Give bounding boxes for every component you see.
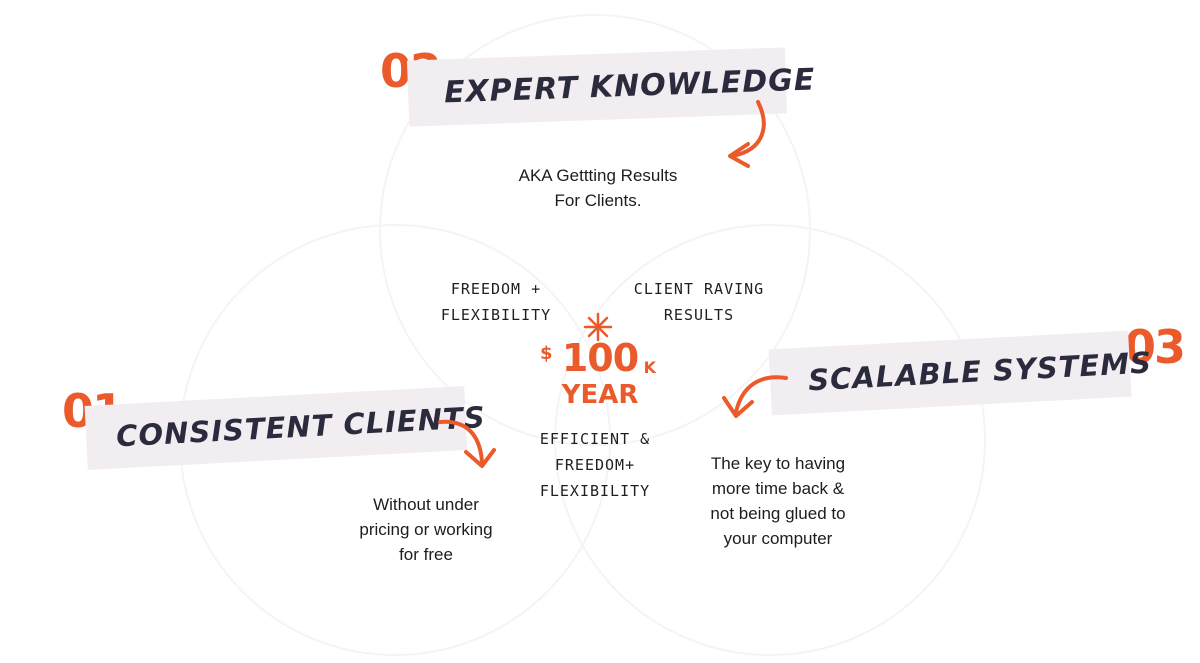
curved-arrow-icon	[722, 375, 788, 418]
curved-arrow-icon	[438, 419, 496, 468]
center-amount-row: $ 100 K	[540, 338, 660, 378]
pillar-description-consistent-clients: Without under pricing or working for fre…	[359, 495, 493, 564]
center-suffix: K	[643, 358, 656, 377]
circle-expert	[379, 14, 811, 446]
circle-systems	[554, 224, 986, 656]
overlap-label-clients-systems: EFFICIENT & FREEDOM+ FLEXIBILITY	[539, 430, 651, 500]
center-period: YEAR	[561, 380, 639, 410]
pillar-title-scalable-systems: SCALABLE SYSTEMS	[807, 345, 1153, 398]
pillar-number-03: 03	[1124, 320, 1186, 374]
pillar-description-scalable-systems: The key to having more time back & not b…	[710, 454, 846, 548]
pillar-description-expert-knowledge: AKA Gettting Results For Clients.	[518, 166, 678, 210]
center-goal: $ 100 K YEAR	[540, 338, 660, 412]
center-dollar: $	[540, 343, 553, 364]
curved-arrow-icon	[728, 100, 766, 168]
sparkle-icon	[583, 312, 613, 342]
pillar-title-consistent-clients: CONSISTENT CLIENTS	[115, 400, 487, 454]
overlap-label-clients-expert: FREEDOM + FLEXIBILITY	[440, 280, 552, 324]
overlap-label-expert-systems: CLIENT RAVING RESULTS	[633, 280, 765, 324]
center-amount: 100	[561, 336, 639, 380]
